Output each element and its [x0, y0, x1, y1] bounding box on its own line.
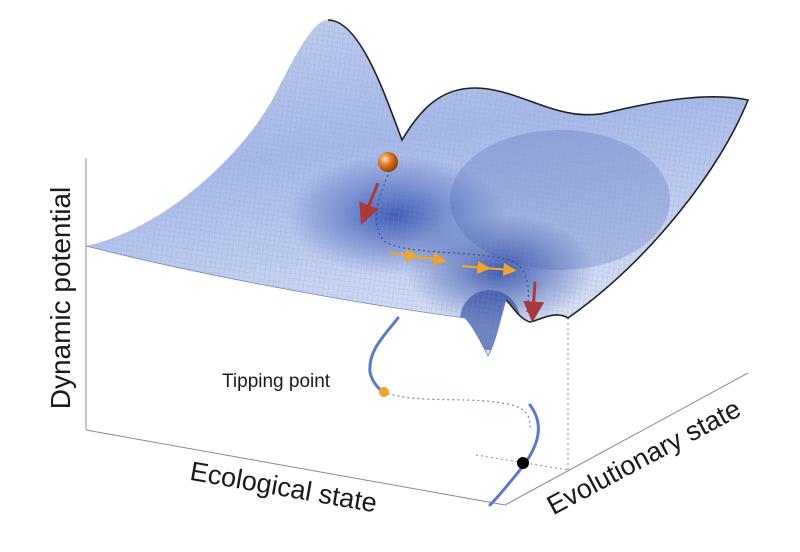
tipping-point-label: Tipping point — [222, 371, 331, 392]
down-arrow-icon — [523, 281, 545, 323]
upper-stable-branch — [368, 316, 400, 394]
z-axis-label: Evolutionary state — [542, 393, 746, 520]
lower-stable-branch — [488, 403, 540, 507]
tipping-point-dot — [379, 387, 389, 397]
surface-ridge — [327, 19, 750, 323]
current-state-dot — [517, 457, 529, 469]
ball-icon — [378, 152, 398, 172]
unstable-branch — [382, 391, 531, 429]
surface-front-edge — [85, 245, 507, 357]
double-right-arrow-icon — [461, 260, 517, 277]
trajectory — [359, 152, 545, 323]
y-axis-label: Dynamic potential — [45, 187, 76, 410]
potential-surface — [85, 19, 750, 357]
bifurcation-curve — [368, 316, 540, 507]
down-arrow-icon — [359, 182, 380, 225]
double-right-arrow-icon — [389, 248, 447, 266]
